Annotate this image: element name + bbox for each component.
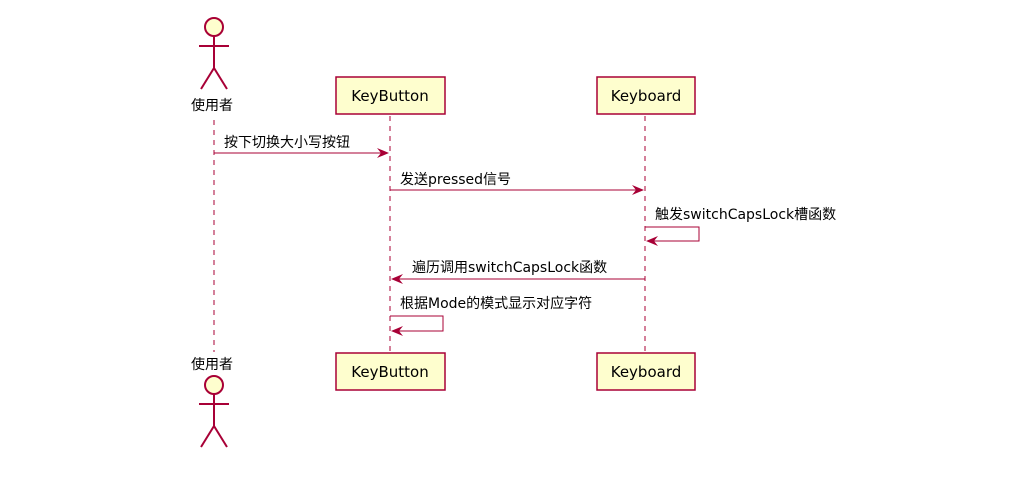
participant-keybutton-bottom: KeyButton <box>335 352 446 391</box>
message-1-label: 按下切换大小写按钮 <box>224 134 350 151</box>
actor-leg-left <box>200 425 215 448</box>
message-5-label: 根据Mode的模式显示对应字符 <box>400 295 592 312</box>
svg-text:KeyButton: KeyButton <box>351 87 428 105</box>
message-2-label: 发送pressed信号 <box>400 172 511 188</box>
actor-user-top-label: 使用者 <box>191 97 233 114</box>
svg-text:Keyboard: Keyboard <box>611 87 682 105</box>
message-5: 根据Mode的模式显示对应字符 <box>390 295 592 336</box>
svg-text:KeyButton: KeyButton <box>351 363 428 381</box>
actor-user-bottom <box>199 375 229 448</box>
message-1: 按下切换大小写按钮 <box>214 134 389 158</box>
arrowhead <box>632 185 644 195</box>
actor-leg-right <box>213 67 228 90</box>
actor-head <box>204 17 224 37</box>
arrowhead <box>391 274 403 284</box>
actor-user-bottom-label: 使用者 <box>191 356 233 373</box>
message-3-label: 触发switchCapsLock槽函数 <box>655 207 836 223</box>
message-4: 遍历调用switchCapsLock函数 <box>391 260 645 284</box>
actor-leg-right <box>213 425 228 448</box>
arrowhead <box>377 148 389 158</box>
actor-head <box>204 375 224 395</box>
actor-leg-left <box>200 67 215 90</box>
arrowhead <box>646 236 658 246</box>
arrowhead <box>391 326 403 336</box>
actor-user-top <box>199 17 229 90</box>
participant-keyboard-bottom: Keyboard <box>596 352 696 391</box>
svg-text:Keyboard: Keyboard <box>611 363 682 381</box>
message-2: 发送pressed信号 <box>390 172 644 195</box>
participant-keybutton-top: KeyButton <box>335 76 446 115</box>
participant-keyboard-top: Keyboard <box>596 76 696 115</box>
message-4-label: 遍历调用switchCapsLock函数 <box>412 260 607 276</box>
message-3: 触发switchCapsLock槽函数 <box>645 207 836 246</box>
